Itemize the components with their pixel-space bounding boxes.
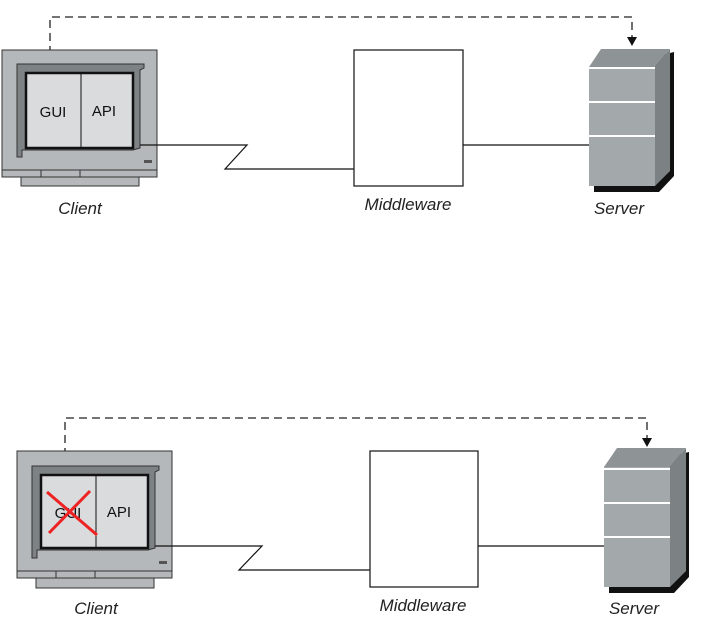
middleware-box: [353, 49, 464, 187]
server-icon: [589, 49, 674, 192]
client-monitor-icon: [16, 450, 173, 589]
cross-out-icon: [46, 489, 98, 537]
network-link: [155, 545, 370, 571]
gui-label: GUI: [40, 104, 67, 121]
client-label: Client: [58, 199, 103, 218]
middleware-label: Middleware: [365, 195, 452, 214]
diagram-gui-removed: GUI API Client Middleware Server: [16, 417, 689, 618]
api-label: API: [92, 103, 116, 120]
network-link: [140, 144, 354, 170]
diagram-original: GUI API Client Middleware Server: [1, 16, 674, 218]
api-label: API: [107, 504, 131, 521]
server-label: Server: [594, 199, 645, 218]
middleware-box: [369, 450, 479, 588]
dashed-connector: [49, 16, 633, 80]
server-icon: [604, 448, 689, 593]
middleware-label: Middleware: [380, 596, 467, 615]
client-label: Client: [74, 599, 119, 618]
arrowhead-server-icon: [642, 438, 652, 447]
dashed-connector: [64, 417, 648, 482]
server-label: Server: [609, 599, 660, 618]
arrowhead-server-icon: [627, 37, 637, 46]
client-monitor-icon: [1, 49, 158, 187]
